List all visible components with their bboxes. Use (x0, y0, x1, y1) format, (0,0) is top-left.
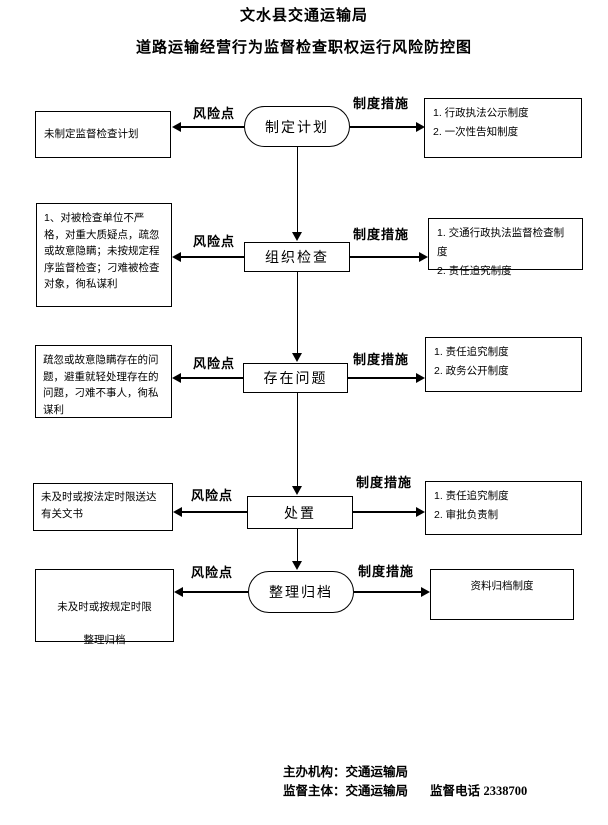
risk-text-4: 未及时或按法定时限送达有关文书 (41, 491, 157, 520)
measure-item: 2. 责任追究制度 (437, 265, 512, 277)
risk-arrow-line-2 (181, 256, 244, 258)
measures-box-1: 1. 行政执法公示制度 2. 一次性告知制度 (424, 98, 582, 158)
arrowhead-left-icon (173, 507, 182, 517)
measures-box-3: 1. 责任追究制度 2. 政务公开制度 (425, 337, 582, 392)
measures-box-4: 1. 责任追究制度 2. 审批负责制 (425, 481, 582, 535)
risk-box-1: 未制定监督检查计划 (35, 111, 171, 158)
step-node-1: 制定计划 (244, 106, 350, 147)
org-title: 文水县交通运输局 (239, 7, 368, 24)
phone-number: 2338700 (483, 784, 528, 798)
risk-arrow-line-4 (182, 511, 247, 513)
phone-label: 监督电话 (430, 784, 481, 798)
risk-label-5: 风险点 (191, 565, 234, 580)
step-node-4: 处置 (247, 496, 353, 529)
arrowhead-right-icon (416, 507, 425, 517)
risk-label-3: 风险点 (193, 356, 236, 371)
measures-box-2: 1. 交通行政执法监督检查制度 2. 责任追究制度 (428, 218, 583, 277)
footer: 主办机构：交通运输局 监督主体：交通运输局 监督电话 2338700 (283, 763, 527, 801)
measure-item: 2. 审批负责制 (434, 509, 499, 521)
measures-arrow-line-3 (348, 377, 416, 379)
risk-text-3: 疏忽或故意隐瞒存在的问题，避重就轻处理存在的问题，刁难不事人，徇私谋利 (43, 354, 159, 416)
flow-arrow-line-1 (296, 147, 298, 232)
measures-label-5: 制度措施 (358, 564, 415, 579)
host-org-line: 主办机构：交通运输局 (283, 765, 409, 779)
step-node-3: 存在问题 (243, 363, 348, 393)
measure-item: 1. 行政执法公示制度 (433, 107, 529, 119)
supervisor-org: 监督主体：交通运输局 (283, 784, 409, 798)
risk-arrow-line-5 (183, 591, 248, 593)
arrowhead-down-icon (292, 232, 302, 241)
step-node-5: 整理归档 (248, 571, 354, 613)
measures-label-4: 制度措施 (356, 475, 413, 490)
arrowhead-right-icon (416, 373, 425, 383)
risk-label-2: 风险点 (193, 234, 236, 249)
risk-arrow-line-3 (181, 377, 243, 379)
measures-label-2: 制度措施 (353, 227, 410, 242)
arrowhead-right-icon (416, 122, 425, 132)
measures-label-1: 制度措施 (353, 96, 410, 111)
risk-box-2: 1、对被检查单位不严格，对重大质疑点，疏忽或故意隐瞒；未按规定程序监督检查；刁难… (36, 203, 172, 307)
measure-item: 1. 交通行政执法监督检查制度 (437, 227, 565, 258)
diagram-title: 道路运输经营行为监督检查职权运行风险防控图 (135, 39, 472, 56)
arrowhead-down-icon (292, 561, 302, 570)
step-node-2: 组织检查 (244, 242, 350, 272)
measure-item: 1. 责任追究制度 (434, 490, 509, 502)
risk-text-5: 未及时或按规定时限 整理归档 (57, 600, 152, 646)
measures-label-3: 制度措施 (353, 352, 410, 367)
measure-item: 资料归档制度 (470, 580, 534, 592)
risk-label-4: 风险点 (191, 488, 234, 503)
risk-label-1: 风险点 (193, 106, 236, 121)
measures-arrow-line-5 (354, 591, 421, 593)
risk-text-1: 未制定监督检查计划 (44, 128, 139, 141)
arrowhead-left-icon (172, 122, 181, 132)
measures-box-5: 资料归档制度 (430, 569, 574, 620)
measures-arrow-line-1 (350, 126, 416, 128)
arrowhead-down-icon (292, 353, 302, 362)
measures-arrow-line-4 (353, 511, 416, 513)
measure-item: 1. 责任追究制度 (434, 346, 509, 358)
measure-item: 2. 一次性告知制度 (433, 126, 519, 138)
arrowhead-down-icon (292, 486, 302, 495)
arrowhead-left-icon (172, 252, 181, 262)
risk-box-3: 疏忽或故意隐瞒存在的问题，避重就轻处理存在的问题，刁难不事人，徇私谋利 (35, 345, 172, 418)
risk-box-5: 未及时或按规定时限 整理归档 (35, 569, 174, 646)
flow-arrow-line-3 (296, 393, 298, 486)
risk-text-2: 1、对被检查单位不严格，对重大质疑点，疏忽或故意隐瞒；未按规定程序监督检查；刁难… (44, 212, 160, 290)
risk-arrow-line-1 (181, 126, 244, 128)
arrowhead-left-icon (174, 587, 183, 597)
risk-box-4: 未及时或按法定时限送达有关文书 (33, 483, 173, 531)
arrowhead-right-icon (421, 587, 430, 597)
measure-item: 2. 政务公开制度 (434, 365, 509, 377)
flow-arrow-line-4 (296, 529, 298, 561)
arrowhead-left-icon (172, 373, 181, 383)
arrowhead-right-icon (419, 252, 428, 262)
measures-arrow-line-2 (350, 256, 419, 258)
flow-arrow-line-2 (296, 272, 298, 353)
supervisor-line: 监督主体：交通运输局 监督电话 2338700 (283, 782, 527, 801)
